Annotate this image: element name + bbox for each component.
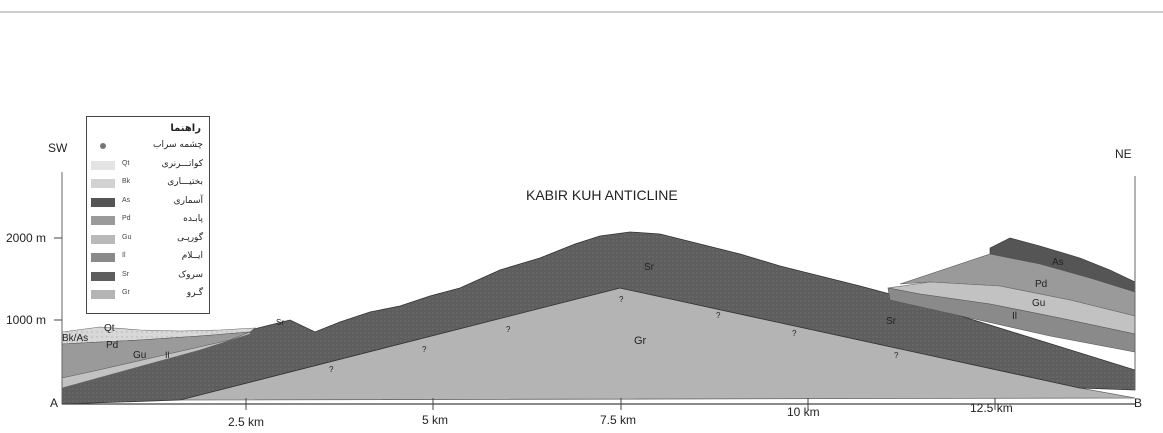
end-label-a: A — [50, 396, 58, 410]
legend-row: Gr گـرو — [91, 287, 205, 301]
legend-swatch — [91, 253, 115, 262]
legend-code: Bk — [122, 178, 131, 185]
query-mark: ? — [894, 351, 899, 360]
query-mark: ? — [792, 329, 797, 338]
legend-code: Pd — [122, 215, 131, 222]
legend-row: چشمه سراب — [91, 139, 205, 153]
legend-swatch — [91, 234, 115, 244]
legend-code: Il — [122, 252, 126, 259]
formation-label: As — [1052, 257, 1064, 268]
ne-ilam — [887, 287, 1136, 353]
spring-dot-icon — [100, 143, 106, 149]
legend-row: Il ایــلام — [91, 250, 205, 264]
sw-gurpi — [61, 331, 251, 389]
query-mark: ? — [619, 295, 624, 304]
legend-label: گورپـی — [177, 232, 203, 243]
legend-code: Gr — [122, 289, 130, 296]
legend-code: Sr — [122, 270, 129, 278]
legend-label: ایــلام — [181, 251, 203, 261]
legend-label: چشمه سراب — [153, 140, 203, 150]
legend-row: Sr سروک — [91, 269, 205, 283]
legend-code: As — [122, 196, 131, 204]
legend-title: راهنما — [170, 123, 201, 134]
query-mark: ? — [329, 365, 334, 374]
query-mark: ? — [716, 311, 721, 320]
legend-row: Gu گورپـی — [91, 232, 205, 246]
formation-label: Bk/As — [62, 333, 88, 344]
dist-label: 2.5 km — [228, 415, 264, 429]
formation-label: Qt — [104, 323, 115, 334]
dist-label: 12.5 km — [970, 401, 1013, 415]
formation-label: Pd — [1035, 279, 1047, 290]
legend-label: کواتـــرنری — [161, 158, 203, 169]
elev-label-1000: 1000 m — [6, 313, 46, 327]
formation-label: Gu — [133, 350, 146, 361]
dist-label: 10 km — [787, 405, 820, 419]
formation-label: Il — [1012, 311, 1017, 322]
elev-label-2000: 2000 m — [6, 231, 46, 245]
legend-swatch — [91, 216, 115, 225]
formation-label: Sr — [644, 262, 655, 273]
sarvak-band — [61, 231, 1136, 405]
diagram-title: KABIR KUH ANTICLINE — [526, 187, 678, 203]
legend-label: آسماری — [173, 195, 203, 206]
dist-label: 5 km — [422, 413, 448, 427]
formation-label: Il — [165, 350, 170, 360]
formation-label: Gu — [1032, 298, 1045, 309]
legend-swatch — [91, 179, 115, 188]
direction-sw: SW — [48, 141, 68, 155]
direction-ne: NE — [1115, 147, 1132, 161]
legend-label: گـرو — [186, 288, 203, 298]
legend-row: Bk بختیـــاری — [91, 176, 205, 190]
query-mark: ? — [422, 345, 427, 354]
formation-label: Sr — [886, 316, 897, 327]
legend-label: سروک — [178, 269, 203, 280]
legend-row: As آسماری — [91, 195, 205, 209]
query-mark: ? — [506, 325, 511, 334]
legend-code: Gu — [122, 233, 132, 241]
legend-swatch — [91, 160, 115, 170]
legend-swatch — [91, 197, 115, 207]
legend-swatch — [91, 290, 115, 299]
formation-label: Sr — [276, 318, 284, 327]
legend-code: Qt — [122, 159, 130, 167]
legend-swatch — [91, 271, 115, 281]
formation-label: Gr — [634, 335, 647, 347]
dist-label: 7.5 km — [600, 413, 636, 427]
legend-label: بختیـــاری — [167, 177, 203, 187]
end-label-b: B — [1134, 396, 1142, 410]
legend-label: پابـده — [183, 214, 203, 224]
legend: راهنما چشمه سراب Qt کواتـــرنری Bk بختیـــار… — [86, 116, 210, 314]
formation-label: Pd — [106, 340, 118, 351]
legend-row: Qt کواتـــرنری — [91, 158, 205, 172]
legend-row: Pd پابـده — [91, 213, 205, 227]
